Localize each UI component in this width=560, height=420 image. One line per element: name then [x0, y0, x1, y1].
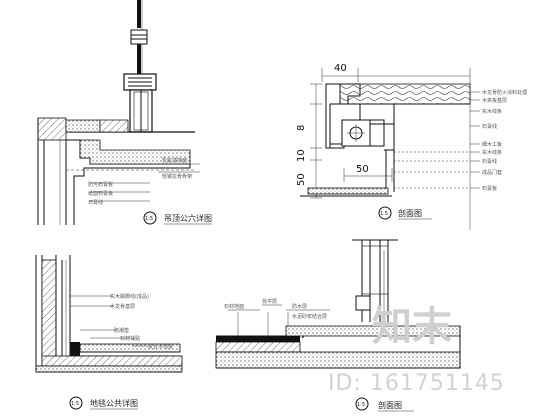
note-tl-2: 石膏线: [88, 199, 103, 206]
floor-strip: [307, 187, 389, 195]
note-tl-0: 防污石膏板: [88, 181, 113, 188]
detail-floor-bottom-left: 实木踢脚线(成品) 木龙骨基层 防潮垫 石材铺贴 复合木地板 1:5 地毯公共详…: [35, 255, 183, 410]
concrete-beam: [37, 117, 67, 141]
detail-ceiling-top-left: 防污石膏板 纸面石膏板 石膏线 乳胶漆饰面 轻钢龙骨骨架 1:5 吊顶公六详图: [37, 0, 212, 225]
note-tr-1: 木夹板基层: [482, 97, 507, 104]
note-br-1: 找平层: [262, 298, 277, 305]
detail-scale-br: 1:5: [357, 402, 365, 408]
note-br-3: 水泥砂浆结合层: [292, 313, 327, 320]
note-tr-2: 实木线条: [482, 108, 502, 115]
dim-tr-left-b: 10: [296, 149, 307, 162]
caption-bl: 地毯公共详图: [90, 398, 138, 408]
watermark-brand: 知末: [372, 304, 452, 350]
dim-tr-left-a: 8: [296, 125, 307, 131]
detail-marker-bl: [69, 396, 83, 410]
note-br-2: 防水层: [292, 303, 307, 310]
note-bl-0: 实木踢脚线(成品): [110, 293, 149, 300]
detail-scale-tl: 1:5: [145, 216, 153, 222]
caption-tl: 吊顶公六详图: [164, 213, 212, 223]
hanger-nut: [130, 29, 148, 45]
dim-tr-left-c: 50: [296, 173, 307, 186]
dim-tr-top: 40: [334, 63, 347, 74]
detail-marker-tr: [378, 206, 392, 220]
watermark-id: ID: 161751145: [328, 371, 505, 396]
note-br-0: 石材地面: [224, 303, 244, 310]
concrete-slab-br: [215, 351, 461, 369]
detail-scale-tr: 1:5: [380, 211, 388, 217]
detail-scale-bl: 1:5: [71, 401, 79, 407]
caption-tr: 剖面图: [398, 208, 422, 218]
stone-floor: [216, 336, 300, 342]
note-tl-1: 纸面石膏板: [88, 190, 113, 197]
note-tr-0: 木龙骨防火涂料处理: [482, 89, 527, 96]
note-tr-6: 石膏线: [482, 158, 497, 165]
note-tr-5: 实木线条: [482, 149, 502, 156]
note-tr-3: 石膏线: [482, 123, 497, 130]
detail-marker-br: [355, 397, 369, 411]
note-bl-4: 复合木地板: [148, 343, 173, 350]
note-tr-8: 石膏板: [482, 185, 497, 192]
note-bl-2: 防潮垫: [114, 327, 129, 334]
hanger-rod: [137, 0, 141, 28]
note-tr-4: 细木工板: [482, 141, 502, 148]
detail-section-top-right: 40 8 10 50 50: [296, 63, 527, 230]
wall-section: [41, 259, 57, 367]
note-bl-3: 石材铺贴: [120, 335, 140, 342]
door-stop: [355, 295, 371, 311]
detail-marker-tl: [143, 211, 157, 225]
skirting-board: [70, 342, 80, 364]
detail-section-bottom-right: 石材地面 找平层 防水层 水泥砂浆结合层 1:5 剖面图: [215, 239, 461, 412]
caption-br: 剖面图: [378, 400, 402, 410]
note-bl-1: 木龙骨基层: [110, 303, 135, 310]
note-tr-7: 成品门套: [482, 169, 502, 176]
note-tl-3: 乳胶漆饰面: [162, 157, 187, 164]
watermark: 知末 ID: 161751145: [328, 304, 505, 396]
dim-tr-bottom: 50: [356, 164, 369, 175]
note-tl-4: 轻钢龙骨骨架: [162, 173, 192, 180]
floor-slab-bl: [41, 355, 183, 367]
